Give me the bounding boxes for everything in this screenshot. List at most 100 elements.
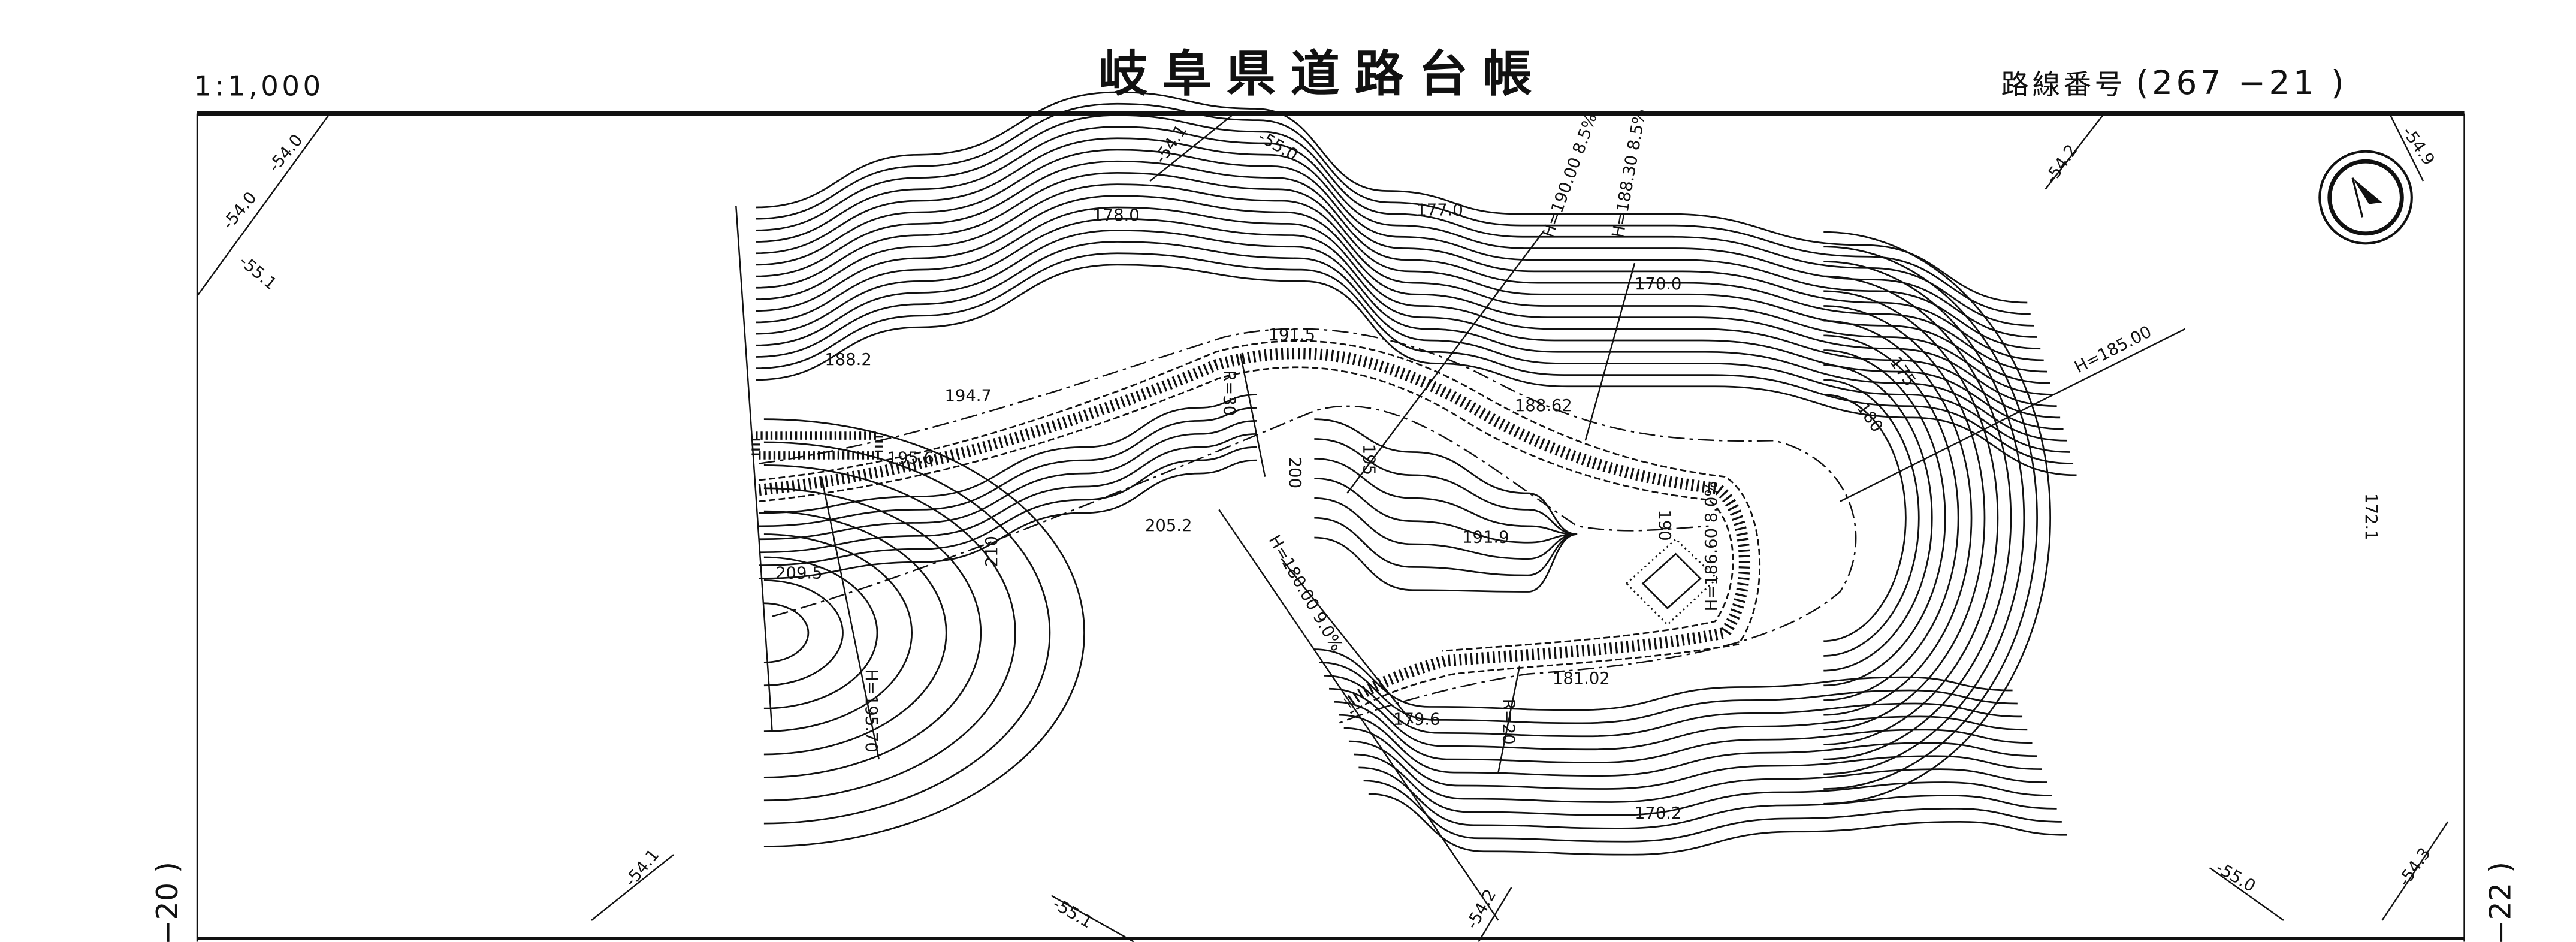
- profile-mark: H=186.60 8.0%: [1702, 481, 1721, 612]
- contour-value: 210: [983, 536, 1001, 567]
- scale-label: 1:1,000: [194, 70, 324, 102]
- contour-line: [756, 264, 2077, 476]
- contour-line: [1314, 418, 1578, 535]
- sheet-left-label: −20 ): [150, 862, 185, 942]
- elevation-label: 191.9: [1462, 528, 1509, 547]
- contour-line: [1314, 517, 1578, 576]
- contour-line: [1823, 305, 1986, 731]
- contour-line: [756, 137, 2041, 350]
- grid-label: -54.0: [219, 189, 260, 233]
- contour-line: [759, 407, 1257, 527]
- header: 1:1,000 岐阜県道路台帳 路線番号 (267 −21 ): [194, 46, 2347, 102]
- contour-line: [759, 459, 1257, 579]
- contour-line: [1324, 674, 2023, 738]
- elevation-label: 181.02: [1553, 669, 1610, 688]
- contour-line: [1339, 714, 2037, 777]
- contour-line: [763, 602, 810, 663]
- elevation-label: 191.5: [1269, 326, 1315, 345]
- contour-line: [756, 195, 2057, 407]
- curve-radius: R=20: [1499, 699, 1518, 745]
- contour-value: 200: [1285, 457, 1304, 488]
- grid-label: -55.1: [1049, 895, 1095, 932]
- contour-line: [1823, 394, 1907, 642]
- contour-line: [763, 510, 947, 756]
- contour-line: [763, 418, 1085, 847]
- contour-line: [1823, 261, 2025, 775]
- route-number: (267 −21 ): [2136, 64, 2347, 102]
- contour-line: [756, 114, 2034, 327]
- contour-line: [1314, 648, 2013, 711]
- road: [751, 328, 1857, 724]
- grid-label: -54.2: [1463, 886, 1500, 932]
- contour-line: [756, 149, 2044, 361]
- elevation-label: 209.5: [775, 564, 822, 583]
- elevation-label: 194.7: [944, 387, 991, 405]
- contour-line: [763, 464, 1016, 802]
- road-slope-hatch: [758, 348, 1750, 708]
- grid-label: -54.2: [2042, 141, 2081, 187]
- contour-line: [763, 441, 1051, 825]
- contour-line: [756, 206, 2061, 419]
- contour-line: [1314, 533, 1578, 593]
- retaining-wall: [751, 431, 883, 460]
- contour-line: [1823, 231, 2051, 805]
- contour-line: [1823, 246, 2039, 790]
- contour-line: [1823, 275, 2012, 760]
- contour-line: [1348, 740, 2047, 803]
- contour-value: 190: [1655, 509, 1674, 541]
- contour-line: [1314, 477, 1578, 544]
- page-title: 岐阜県道路台帳: [1098, 46, 1547, 102]
- elevation-label: 179.6: [1393, 711, 1440, 729]
- grid-label: -55.0: [2212, 859, 2258, 896]
- contour-value: 195: [1360, 444, 1378, 475]
- contour-line: [756, 91, 2028, 304]
- contour-line: [763, 487, 982, 778]
- contour-line: [1314, 438, 1578, 535]
- profile-lines: [735, 206, 2186, 921]
- contour-line: [1368, 793, 2067, 856]
- curve-radius: R=30: [1220, 370, 1239, 416]
- elevation-label: 178.0: [1092, 206, 1139, 225]
- elevation-label: 177.0: [1416, 201, 1463, 220]
- contour-line: [1354, 753, 2052, 816]
- contour-line: [1363, 780, 2062, 843]
- road-centerline: [759, 328, 1857, 724]
- sheet-right-label: −22 ): [2483, 862, 2517, 942]
- north-arrow-icon: [2318, 150, 2413, 245]
- contour-line: [756, 183, 2054, 395]
- route-label: 路線番号: [2001, 68, 2125, 101]
- grid-label: -54.9: [2399, 123, 2438, 169]
- elevation-label: 188.2: [825, 351, 871, 369]
- profile-mark: H=190.00 8.5%: [1539, 111, 1601, 240]
- elevation-label: 195.6: [887, 449, 934, 468]
- contour-line: [1823, 364, 1933, 672]
- contour-line: [763, 579, 844, 687]
- elevation-labels: 178.0 177.0 170.0 188.2 194.7 191.5 188.…: [775, 201, 2380, 823]
- map-frame: [196, 111, 2465, 942]
- profile-mark: H=195.70: [862, 669, 880, 752]
- contour-line: [1823, 290, 1999, 745]
- contour-line: [759, 433, 1257, 554]
- contour-line: [1358, 766, 2057, 829]
- contour-line: [1334, 701, 2033, 764]
- contour-line: [763, 533, 913, 732]
- contour-line: [1823, 334, 1959, 701]
- contour-line: [1823, 379, 1920, 657]
- contour-line: [756, 126, 2037, 338]
- contour-line: [1343, 727, 2042, 790]
- contour-line: [756, 160, 2047, 373]
- contour-lines: [756, 91, 2077, 856]
- structure-outline: [1641, 552, 1702, 609]
- contour-line: [1319, 662, 2018, 724]
- grid-label: -55.1: [235, 252, 280, 294]
- elevation-label: 170.0: [1635, 275, 1681, 294]
- contour-line: [756, 229, 2067, 442]
- contour-line: [1314, 458, 1578, 535]
- contour-line: [1823, 319, 1973, 716]
- contour-line: [756, 172, 2050, 384]
- contour-line: [1314, 497, 1578, 560]
- elevation-label: 188.62: [1515, 397, 1572, 415]
- elevation-label: 172.1: [2361, 493, 2380, 540]
- elevation-label: 170.2: [1635, 804, 1681, 823]
